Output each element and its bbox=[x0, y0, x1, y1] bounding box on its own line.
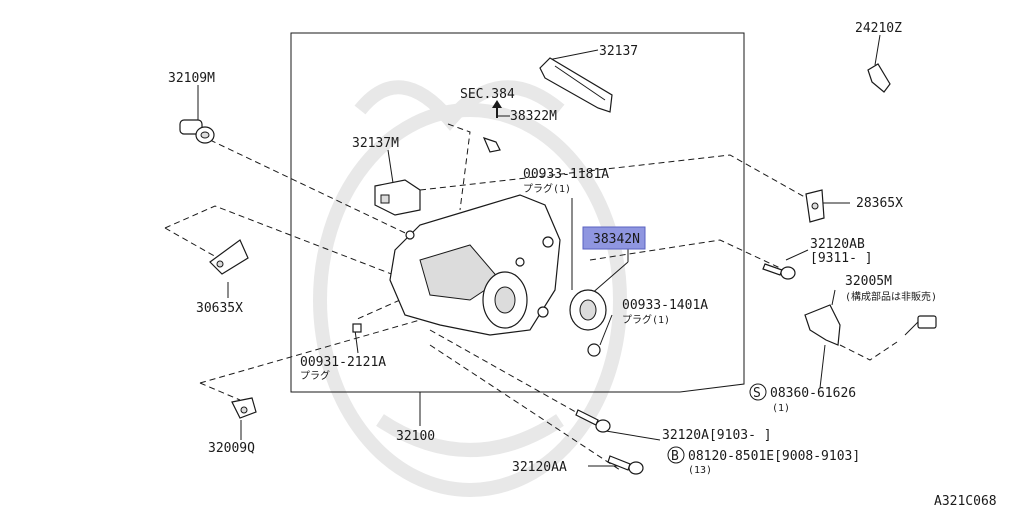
part-labels: 32109M 32137M SEC.384 38322M 32137 24210… bbox=[168, 21, 997, 509]
assembly-frame bbox=[290, 32, 745, 393]
note-00931-2121a: プラグ bbox=[300, 369, 330, 382]
label-32120ab[interactable]: 32120AB bbox=[810, 237, 865, 252]
label-32137[interactable]: 32137 bbox=[599, 44, 638, 59]
bolt-32120a bbox=[575, 409, 611, 433]
note-00933-1181a: プラグ(1) bbox=[523, 182, 571, 195]
watermark-emblem bbox=[313, 80, 627, 497]
label-32137m[interactable]: 32137M bbox=[352, 136, 399, 151]
label-38322m[interactable]: 38322M bbox=[510, 109, 557, 124]
transmission-case-32100 bbox=[389, 194, 561, 336]
bolt-32120ab bbox=[762, 263, 796, 280]
seal-38342n bbox=[569, 289, 607, 331]
prefix-b: B bbox=[671, 449, 679, 464]
shaft-seal-32109m bbox=[179, 119, 215, 144]
label-32120a[interactable]: 32120A[9103- ] bbox=[662, 428, 772, 443]
highlight-38342n bbox=[582, 226, 646, 250]
note-08120-8501e: (13) bbox=[688, 465, 712, 476]
bracket-32137 bbox=[539, 57, 613, 113]
label-00931-2121a[interactable]: 00931-2121A bbox=[300, 355, 386, 370]
label-30635x[interactable]: 30635X bbox=[196, 301, 243, 316]
diagram-code: A321C068 bbox=[934, 494, 997, 509]
note-32120ab: [9311- ] bbox=[810, 251, 873, 266]
label-08120-8501e[interactable]: 08120-8501E[9008-9103] bbox=[688, 449, 860, 464]
clip-24210z bbox=[867, 63, 891, 93]
label-00933-1401a[interactable]: 00933-1401A bbox=[622, 298, 708, 313]
label-24210z[interactable]: 24210Z bbox=[855, 21, 902, 36]
sensor-32005m bbox=[804, 304, 937, 346]
bolt-32120aa bbox=[607, 455, 644, 475]
label-32005m[interactable]: 32005M bbox=[845, 274, 892, 289]
label-32100[interactable]: 32100 bbox=[396, 429, 435, 444]
note-08360-61626: (1) bbox=[772, 403, 790, 414]
clip-32009q bbox=[231, 397, 257, 419]
label-00933-1181a[interactable]: 00933-1181A bbox=[523, 167, 609, 182]
prefix-markers: S B bbox=[667, 383, 767, 464]
bracket-30635x bbox=[209, 239, 249, 275]
prefix-s: S bbox=[753, 386, 761, 401]
plugs bbox=[352, 306, 601, 357]
label-38342n[interactable]: 38342N bbox=[593, 232, 640, 247]
label-08360-61626[interactable]: 08360-61626 bbox=[770, 386, 856, 401]
label-32109m[interactable]: 32109M bbox=[168, 71, 215, 86]
dashed-leaders bbox=[164, 123, 901, 471]
bracket-32137m bbox=[374, 179, 421, 216]
label-sec384[interactable]: SEC.384 bbox=[460, 87, 515, 102]
label-32120aa[interactable]: 32120AA bbox=[512, 460, 567, 475]
label-32009q[interactable]: 32009Q bbox=[208, 441, 255, 456]
bracket-28365x bbox=[805, 189, 825, 223]
arrow-sec384 bbox=[492, 100, 502, 118]
sensor-38322m bbox=[482, 137, 501, 153]
label-28365x[interactable]: 28365X bbox=[856, 196, 903, 211]
label-leaders bbox=[197, 34, 881, 467]
note-32005m: (構成部品は非販売) bbox=[845, 290, 937, 303]
note-00933-1401a: プラグ(1) bbox=[622, 313, 670, 326]
